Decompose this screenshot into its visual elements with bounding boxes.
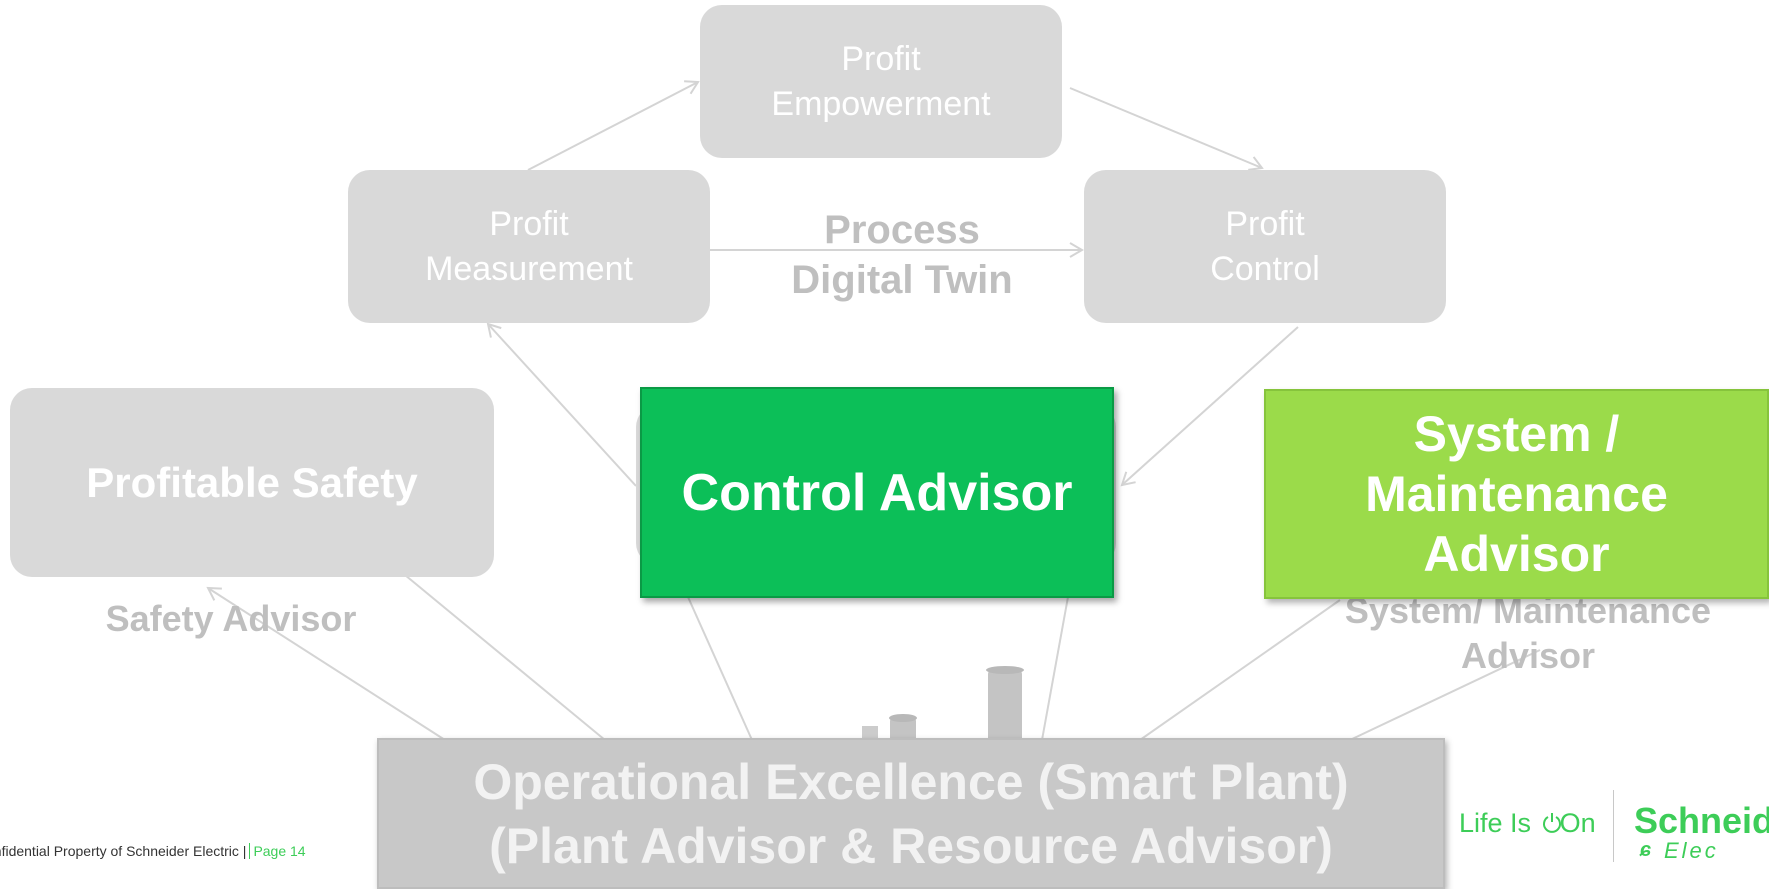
power-icon bbox=[1542, 810, 1562, 833]
arrow-control-to-control-advisor bbox=[1120, 326, 1299, 487]
node-operational-excellence: Operational Excellence (Smart Plant) (Pl… bbox=[377, 738, 1445, 889]
node-label: Profit bbox=[1225, 204, 1305, 243]
footer-confidential-text: onfidential Property of Schneider Electr… bbox=[0, 843, 247, 859]
node-label: Profit bbox=[841, 39, 921, 78]
node-label: Advisor bbox=[1423, 526, 1610, 582]
arrow-empowerment-to-control bbox=[1069, 87, 1264, 171]
label-safety-advisor: Safety Advisor bbox=[90, 598, 372, 640]
node-control-advisor: Control Advisor bbox=[640, 387, 1114, 598]
node-label: Measurement bbox=[425, 249, 633, 288]
arrow-control-advisor-to-measurement bbox=[486, 322, 637, 487]
brand-divider bbox=[1613, 790, 1614, 862]
line-system-to-plant-right bbox=[1349, 649, 1541, 741]
chimney-tall bbox=[988, 670, 1022, 746]
label-line: Advisor bbox=[1460, 635, 1596, 676]
node-label: Control bbox=[1210, 249, 1320, 288]
brand-logo-name: Schneid bbox=[1634, 800, 1769, 841]
arrow-plant-to-safety bbox=[206, 586, 446, 741]
arrow-measurement-to-empowerment bbox=[527, 80, 700, 171]
footer-confidential: onfidential Property of Schneider Electr… bbox=[0, 843, 306, 859]
tagline-life-is: Life Is bbox=[1459, 808, 1532, 838]
line-system-to-plant-left bbox=[1139, 599, 1341, 741]
node-label: Maintenance bbox=[1365, 466, 1668, 522]
line-safety-to-plant bbox=[404, 574, 606, 741]
node-label: Profit bbox=[489, 204, 569, 243]
line-control-advisor-left bbox=[687, 596, 753, 741]
node-label: Profitable Safety bbox=[86, 459, 418, 506]
node-label: (Plant Advisor & Resource Advisor) bbox=[489, 817, 1333, 874]
tagline-life-is-on: Life Is On bbox=[1459, 808, 1596, 839]
brand-mark-icon: ɕ bbox=[1640, 839, 1652, 861]
node-label: System / bbox=[1413, 406, 1620, 462]
label-system-maintenance-advisor: System/ Maintenance Advisor bbox=[1318, 588, 1738, 678]
plant-illustration bbox=[862, 666, 1024, 748]
node-label: Control Advisor bbox=[681, 463, 1073, 522]
node-label: Operational Excellence (Smart Plant) bbox=[473, 753, 1349, 810]
brand-logo-sub: Elec bbox=[1664, 838, 1719, 863]
node-profit-control: Profit Control bbox=[1084, 170, 1446, 323]
node-label: Empowerment bbox=[771, 84, 991, 123]
line-control-advisor-right bbox=[1041, 596, 1069, 741]
node-system-maintenance-advisor: System / Maintenance Advisor bbox=[1264, 389, 1769, 599]
tagline-on: On bbox=[1559, 808, 1596, 838]
node-profitable-safety: Profitable Safety bbox=[10, 388, 494, 577]
label-line: Process bbox=[824, 208, 980, 252]
node-profit-empowerment: Profit Empowerment bbox=[700, 5, 1062, 158]
footer-page-number: Page 14 bbox=[249, 843, 306, 859]
label-line: Safety Advisor bbox=[105, 598, 357, 639]
node-profit-measurement: Profit Measurement bbox=[348, 170, 710, 323]
label-process-digital-twin: Process Digital Twin bbox=[760, 205, 1044, 305]
label-line: Digital Twin bbox=[791, 258, 1013, 302]
